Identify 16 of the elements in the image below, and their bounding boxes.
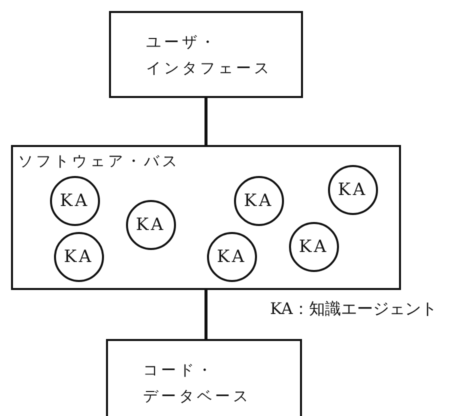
agent-circle: KA — [50, 176, 100, 226]
legend-note: KA：知識エージェント — [270, 299, 437, 320]
box-label: ソフトウェア・バス — [18, 151, 181, 172]
agent-circle: KA — [234, 176, 284, 226]
box-label: ユーザ・インタフェース — [146, 32, 266, 79]
agent-circle: KA — [328, 165, 378, 215]
bus-box — [11, 145, 401, 290]
interface-box — [109, 11, 303, 98]
agent-circle: KA — [207, 232, 257, 282]
agent-circle: KA — [289, 222, 339, 272]
connector-line — [204, 98, 208, 145]
database-box — [106, 339, 302, 416]
agent-circle: KA — [54, 232, 104, 282]
box-label: コード・データベース — [143, 360, 252, 407]
connector-line — [204, 290, 208, 339]
agent-circle: KA — [126, 200, 176, 250]
